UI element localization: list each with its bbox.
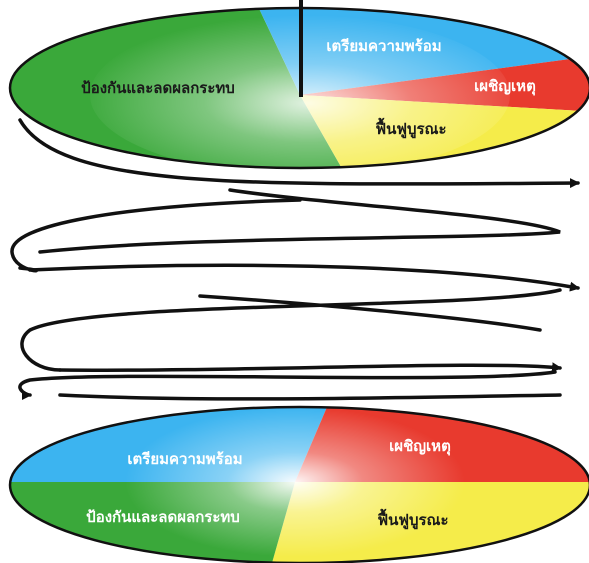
top-label-respond: เผชิญเหตุ	[474, 77, 536, 96]
bottom-label-recover: ฟื้นฟูบูรณะ	[377, 508, 448, 530]
top-cycle: เตรียมความพร้อม เผชิญเหตุ ฟื้นฟูบูรณะ ป้…	[8, 0, 589, 170]
spiral-loop-3-return	[58, 362, 562, 373]
bottom-center-glow	[125, 407, 465, 557]
spiral-cross-2	[198, 294, 542, 332]
top-label-prepare: เตรียมความพร้อม	[326, 37, 441, 55]
spiral-loop-4	[18, 370, 557, 400]
spiral-cross-1	[38, 188, 561, 254]
spiral-loop-2	[10, 198, 302, 273]
top-label-recover: ฟื้นฟูบูรณะ	[375, 117, 446, 139]
spiral-loop-2-return	[28, 263, 580, 292]
spiral-arrows	[10, 118, 580, 401]
spiral-loop-4-return	[58, 393, 562, 401]
spiral-loop-3	[20, 288, 562, 372]
spiral-loop-1	[18, 118, 580, 189]
bottom-label-mitigate: ป้องกันและลดผลกระทบ	[86, 508, 240, 526]
bottom-ellipse-outline	[8, 405, 589, 563]
bottom-label-respond: เผชิญเหตุ	[389, 437, 451, 456]
bottom-label-prepare: เตรียมความพร้อม	[127, 450, 242, 468]
top-label-mitigate: ป้องกันและลดผลกระทบ	[81, 79, 235, 97]
bottom-cycle: เตรียมความพร้อม เผชิญเหตุ ฟื้นฟูบูรณะ ป้…	[8, 405, 589, 563]
